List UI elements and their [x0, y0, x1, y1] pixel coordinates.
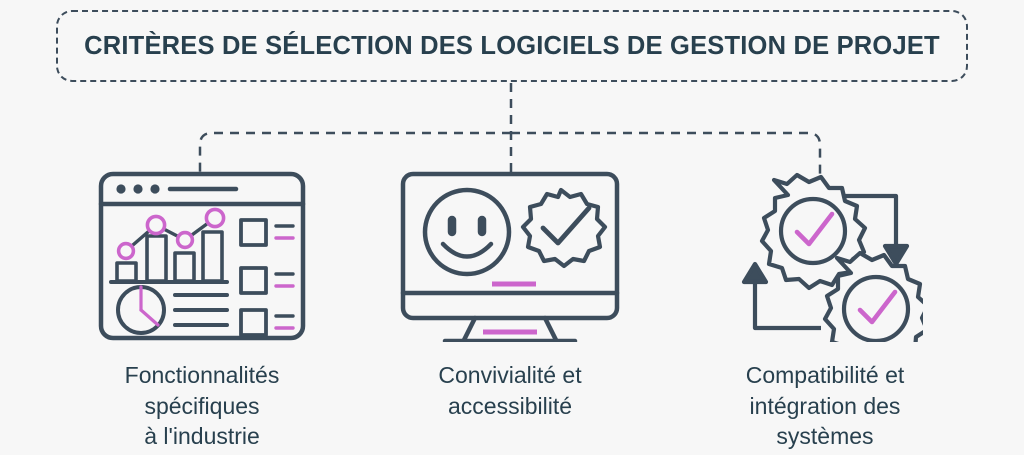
gear-lower-check — [857, 289, 898, 325]
caption-line: Compatibilité et — [745, 362, 905, 388]
monitor-screen — [400, 171, 620, 321]
arrow-down-path — [826, 193, 899, 248]
gear-upper-check — [794, 211, 835, 247]
gears-cycle-icon — [727, 170, 923, 350]
branch-caption: Compatibilité et intégration des système… — [690, 360, 960, 452]
arrow-up-path — [752, 280, 821, 331]
caption-line: à l'industrie — [144, 423, 260, 450]
window-dots — [116, 184, 160, 194]
caption-line: Fonctionnalités — [124, 362, 280, 388]
gear-lower — [822, 250, 923, 342]
arrow-down-head — [882, 243, 910, 267]
monitor-smiley-gear-icon — [399, 170, 621, 350]
branch-features: Fonctionnalités spécifiques à l'industri… — [42, 170, 362, 452]
title-banner: CRITÈRES DE SÉLECTION DES LOGICIELS DE G… — [56, 10, 968, 82]
arrow-up-head — [741, 261, 769, 285]
caption-line: Convivialité et — [438, 362, 582, 388]
caption-line: intégration des — [749, 392, 901, 419]
text-lines-block — [173, 293, 229, 327]
page-title: CRITÈRES DE SÉLECTION DES LOGICIELS DE G… — [84, 31, 940, 60]
checkbox-list — [239, 218, 268, 337]
caption-line: systèmes — [776, 423, 874, 450]
smiley-face-outline — [422, 187, 512, 277]
gear-check-mark — [540, 205, 592, 246]
pie-chart-slices — [139, 285, 160, 327]
trend-line — [124, 216, 217, 253]
caption-line: spécifiques — [144, 392, 260, 419]
gear-upper-inner-circle — [778, 196, 848, 266]
branch-usability: Convivialité et accessibilité — [350, 170, 670, 421]
caption-line: accessibilité — [448, 392, 572, 419]
checkbox-labels-accent — [274, 236, 295, 330]
gear-lower-inner-circle — [841, 274, 911, 342]
branch-caption: Fonctionnalités spécifiques à l'industri… — [67, 360, 337, 452]
monitor-stand — [460, 315, 560, 342]
dashboard-window-icon — [97, 170, 307, 350]
branch-compatibility: Compatibilité et intégration des système… — [665, 170, 985, 452]
window-frame — [98, 171, 306, 341]
checkbox-labels-dark — [274, 224, 295, 318]
cycle-arrows — [741, 193, 910, 331]
trend-markers — [116, 207, 226, 261]
smiley-eyes — [447, 215, 487, 237]
gear-check-badge — [520, 187, 608, 269]
branch-caption: Convivialité et accessibilité — [375, 360, 645, 421]
smiley-mouth — [440, 241, 494, 259]
